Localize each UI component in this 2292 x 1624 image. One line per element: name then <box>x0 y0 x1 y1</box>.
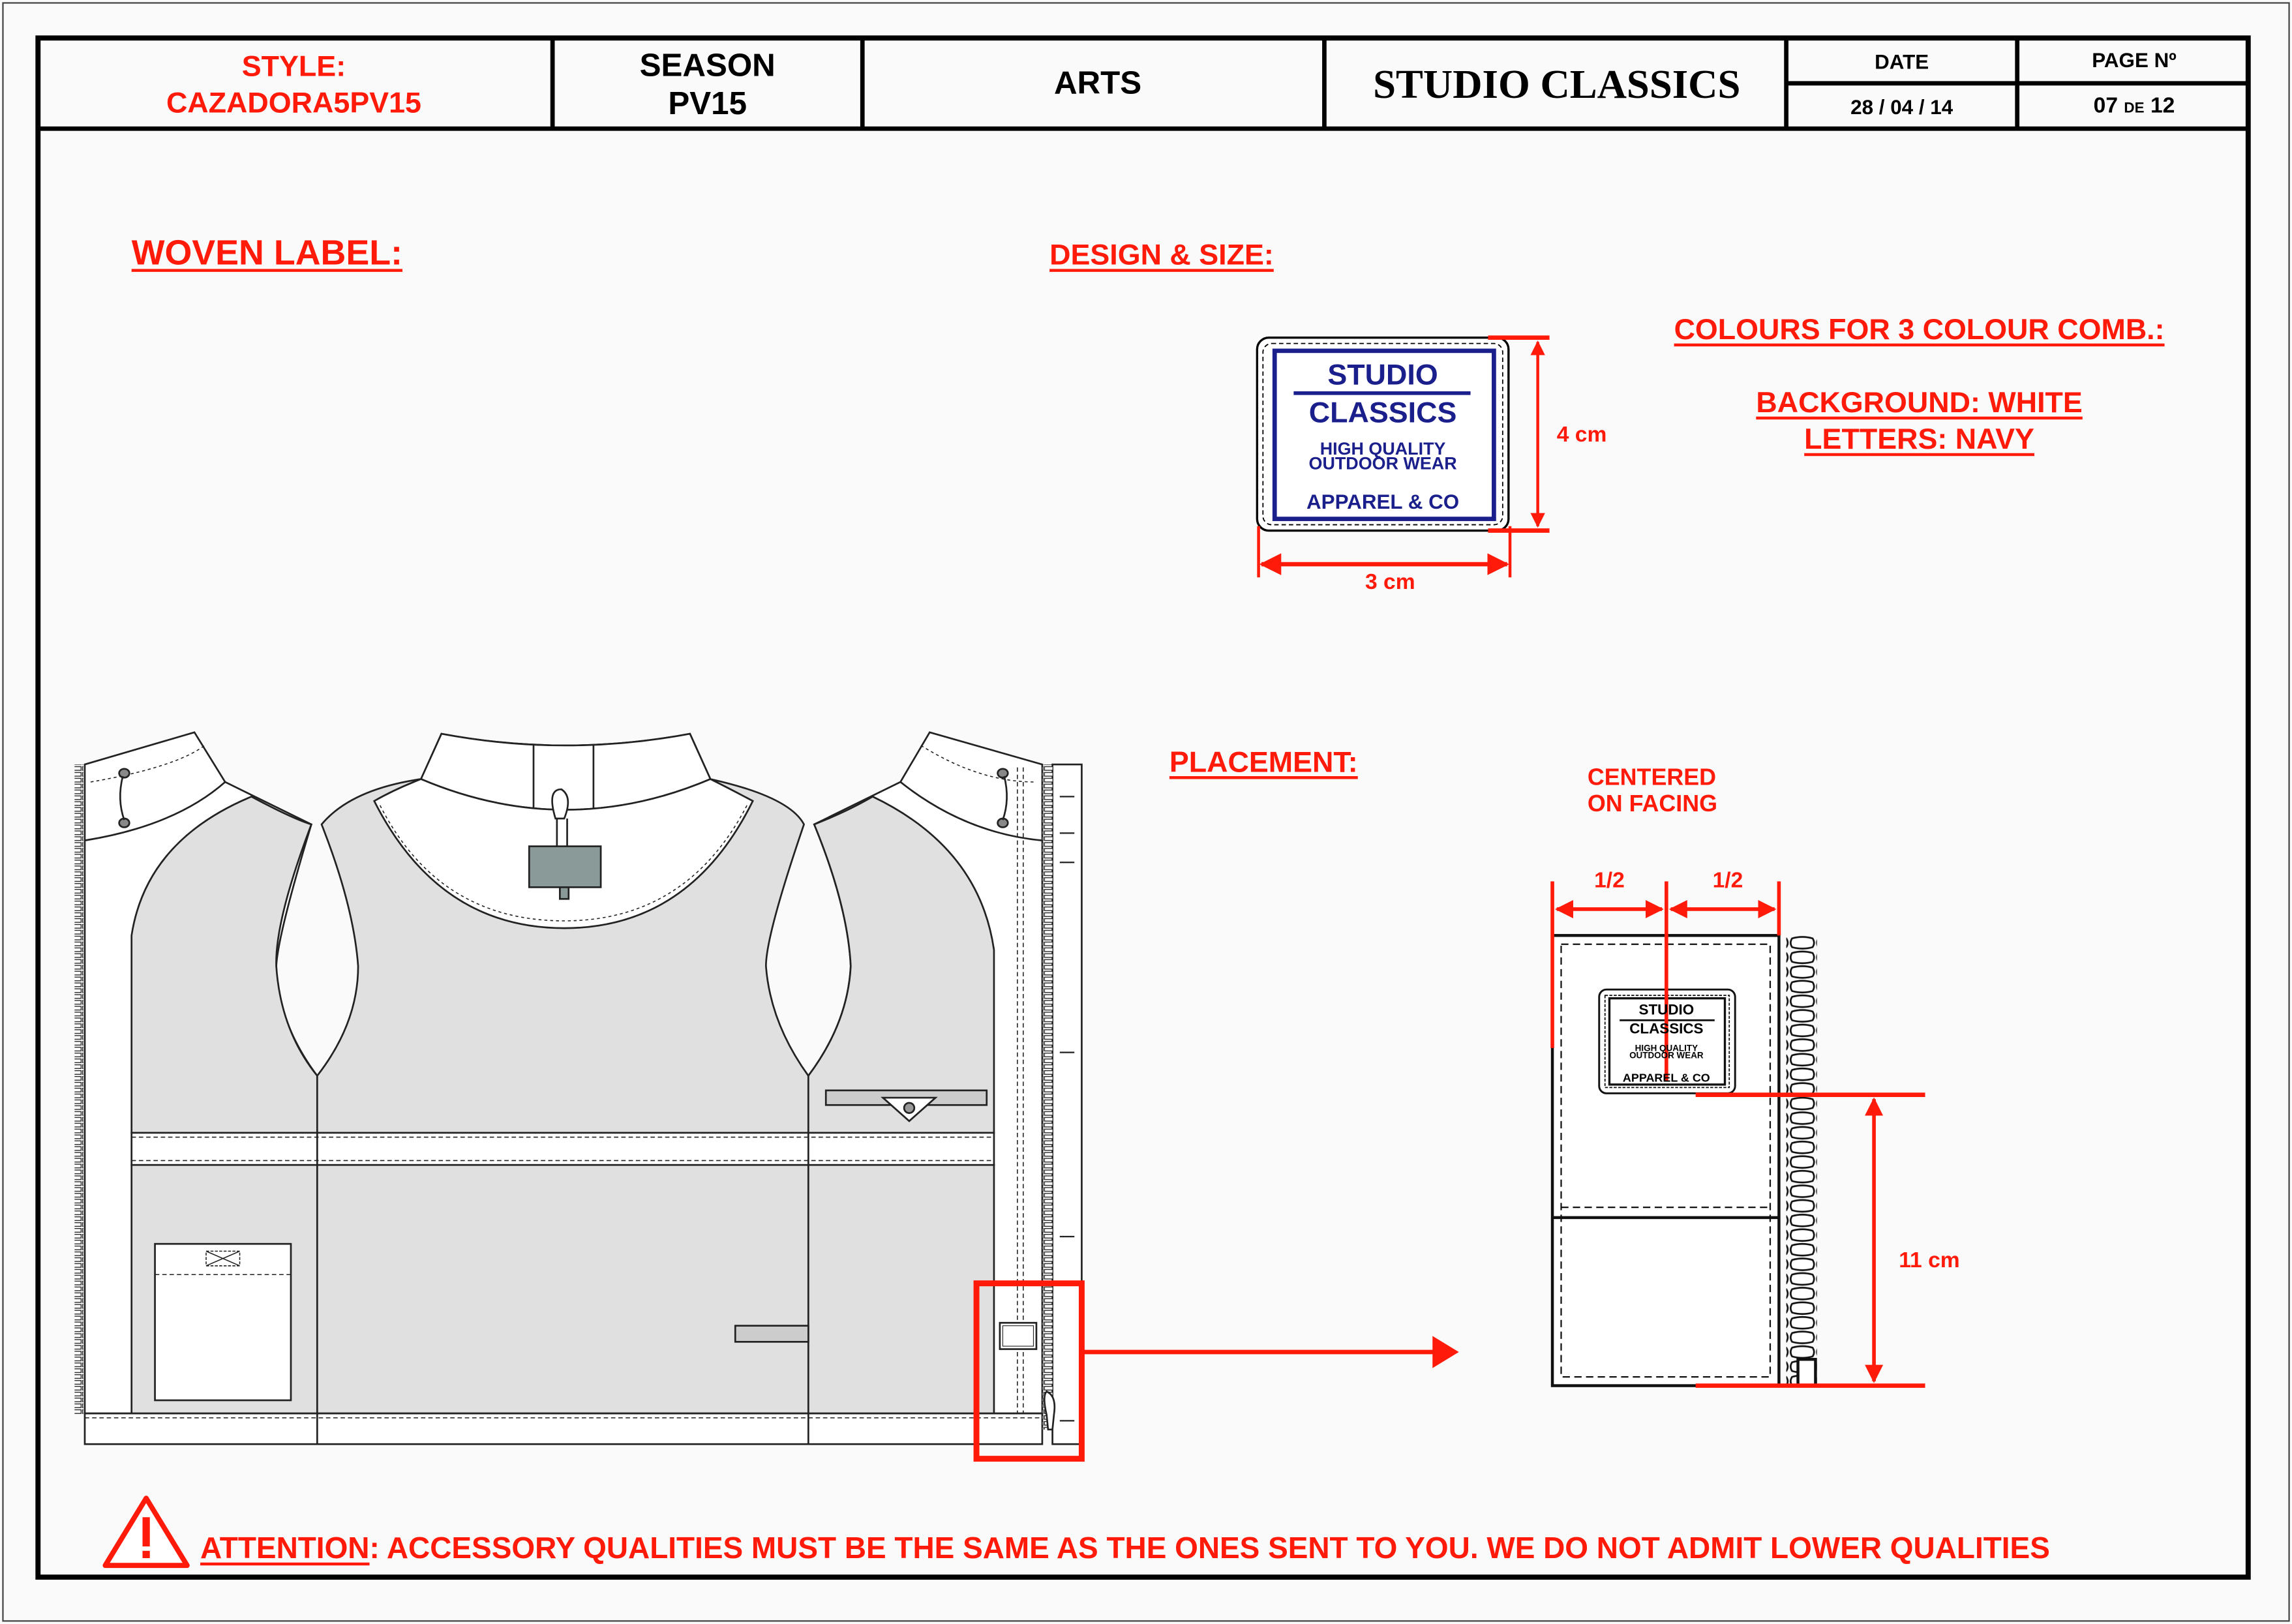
style-label: STYLE: <box>241 51 346 83</box>
colour-background: BACKGROUND: WHITE <box>1756 387 2083 420</box>
half-right-label: 1/2 <box>1712 868 1743 894</box>
page-current: 07 <box>2093 93 2119 119</box>
neck-label-placeholder <box>528 845 602 888</box>
woven-label-heading: WOVEN LABEL: <box>131 233 403 274</box>
mini-label-outdoor-wear: OUTDOOR WEAR <box>1629 1052 1704 1062</box>
placement-detail <box>1550 934 1817 1387</box>
page-of: DE <box>2124 100 2145 117</box>
label-height: 4 cm <box>1556 422 1607 447</box>
mini-label-apparel: APPAREL & CO <box>1622 1071 1710 1085</box>
label-line-outdoor-wear: OUTDOOR WEAR <box>1308 453 1457 474</box>
warning-icon <box>102 1496 190 1569</box>
label-line-studio: STUDIO <box>1327 359 1438 392</box>
colour-letters: LETTERS: NAVY <box>1804 423 2034 457</box>
section-title: ARTS <box>1053 64 1142 101</box>
sheet-border <box>35 35 2251 1580</box>
placement-dimension-lines <box>1550 881 1925 1388</box>
page-number: 07 DE 12 <box>2094 95 2175 117</box>
header-grid <box>38 38 2248 131</box>
colours-heading: COLOURS FOR 3 COLOUR COMB.: <box>1674 314 2165 347</box>
date-value: 28 / 04 / 14 <box>1850 95 1953 119</box>
placement-highlight-box <box>973 1280 1085 1462</box>
page-total: 12 <box>2150 93 2175 119</box>
placement-note-line2: ON FACING <box>1587 792 1718 817</box>
placement-note-line1: CENTERED <box>1587 766 1717 791</box>
design-size-heading: DESIGN & SIZE: <box>1049 239 1274 272</box>
arrow-right-icon <box>1432 1336 1459 1368</box>
mini-label-high-quality: HIGH QUALITY <box>1635 1045 1698 1054</box>
season-value: PV15 <box>668 84 747 122</box>
label-width: 3 cm <box>1365 570 1415 595</box>
mini-label-studio: STUDIO <box>1638 1002 1695 1019</box>
right-zipper <box>1042 764 1053 1430</box>
season-label: SEASON <box>639 46 776 83</box>
label-line-classics: CLASSICS <box>1308 397 1457 430</box>
half-left-label: 1/2 <box>1594 868 1625 894</box>
dimension-lines <box>1257 335 1550 578</box>
date-label: DATE <box>1875 50 1929 74</box>
attention-message: : ACCESSORY QUALITIES MUST BE THE SAME A… <box>369 1531 2050 1566</box>
style-value: CAZADORA5PV15 <box>166 87 421 120</box>
woven-label-design <box>1256 337 1510 532</box>
page-label: PAGE Nº <box>2092 48 2177 72</box>
attention-word: ATTENTION <box>200 1531 370 1566</box>
vest-flat-sketch <box>74 731 1083 1445</box>
brand-name: STUDIO CLASSICS <box>1373 63 1741 108</box>
placement-heading: PLACEMENT: <box>1169 747 1358 779</box>
label-line-apparel: APPAREL & CO <box>1306 489 1460 513</box>
left-zipper <box>74 764 83 1415</box>
attention-notice: ATTENTION: ACCESSORY QUALITIES MUST BE T… <box>200 1531 2050 1566</box>
distance-label: 11 cm <box>1899 1248 1960 1273</box>
label-line-high-quality: HIGH QUALITY <box>1319 438 1446 459</box>
mini-label-classics: CLASSICS <box>1629 1021 1704 1038</box>
